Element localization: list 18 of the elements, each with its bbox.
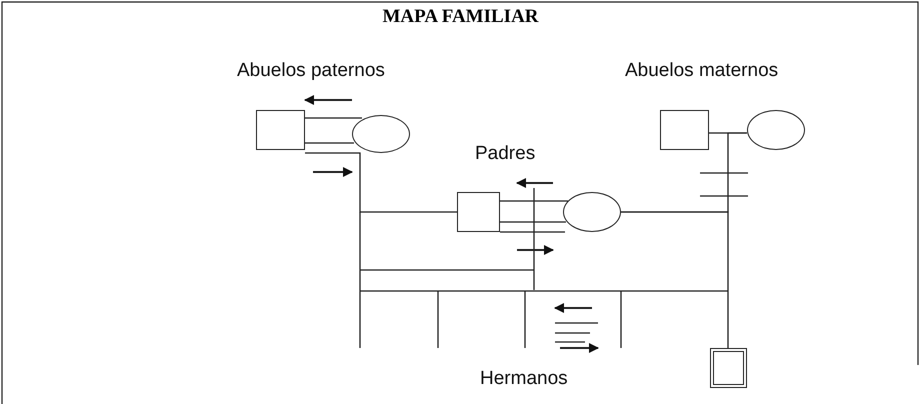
connector-line	[500, 231, 565, 233]
connector-line	[500, 200, 568, 202]
female-ellipse	[352, 115, 410, 153]
male-square	[660, 110, 709, 150]
index-person-square	[710, 348, 747, 388]
connector-line	[621, 211, 729, 348]
connector-line	[305, 152, 457, 213]
male-square	[256, 110, 305, 150]
connector-line	[305, 142, 354, 144]
male-square	[457, 192, 500, 232]
group-label: Abuelos paternos	[237, 60, 385, 82]
female-ellipse	[563, 192, 621, 232]
connector-line	[500, 221, 566, 223]
connector-line	[305, 117, 362, 119]
group-label: Abuelos maternos	[625, 60, 778, 82]
title: MAPA FAMILIAR	[381, 6, 540, 28]
group-label: Hermanos	[480, 368, 568, 390]
group-label: Padres	[475, 143, 536, 165]
